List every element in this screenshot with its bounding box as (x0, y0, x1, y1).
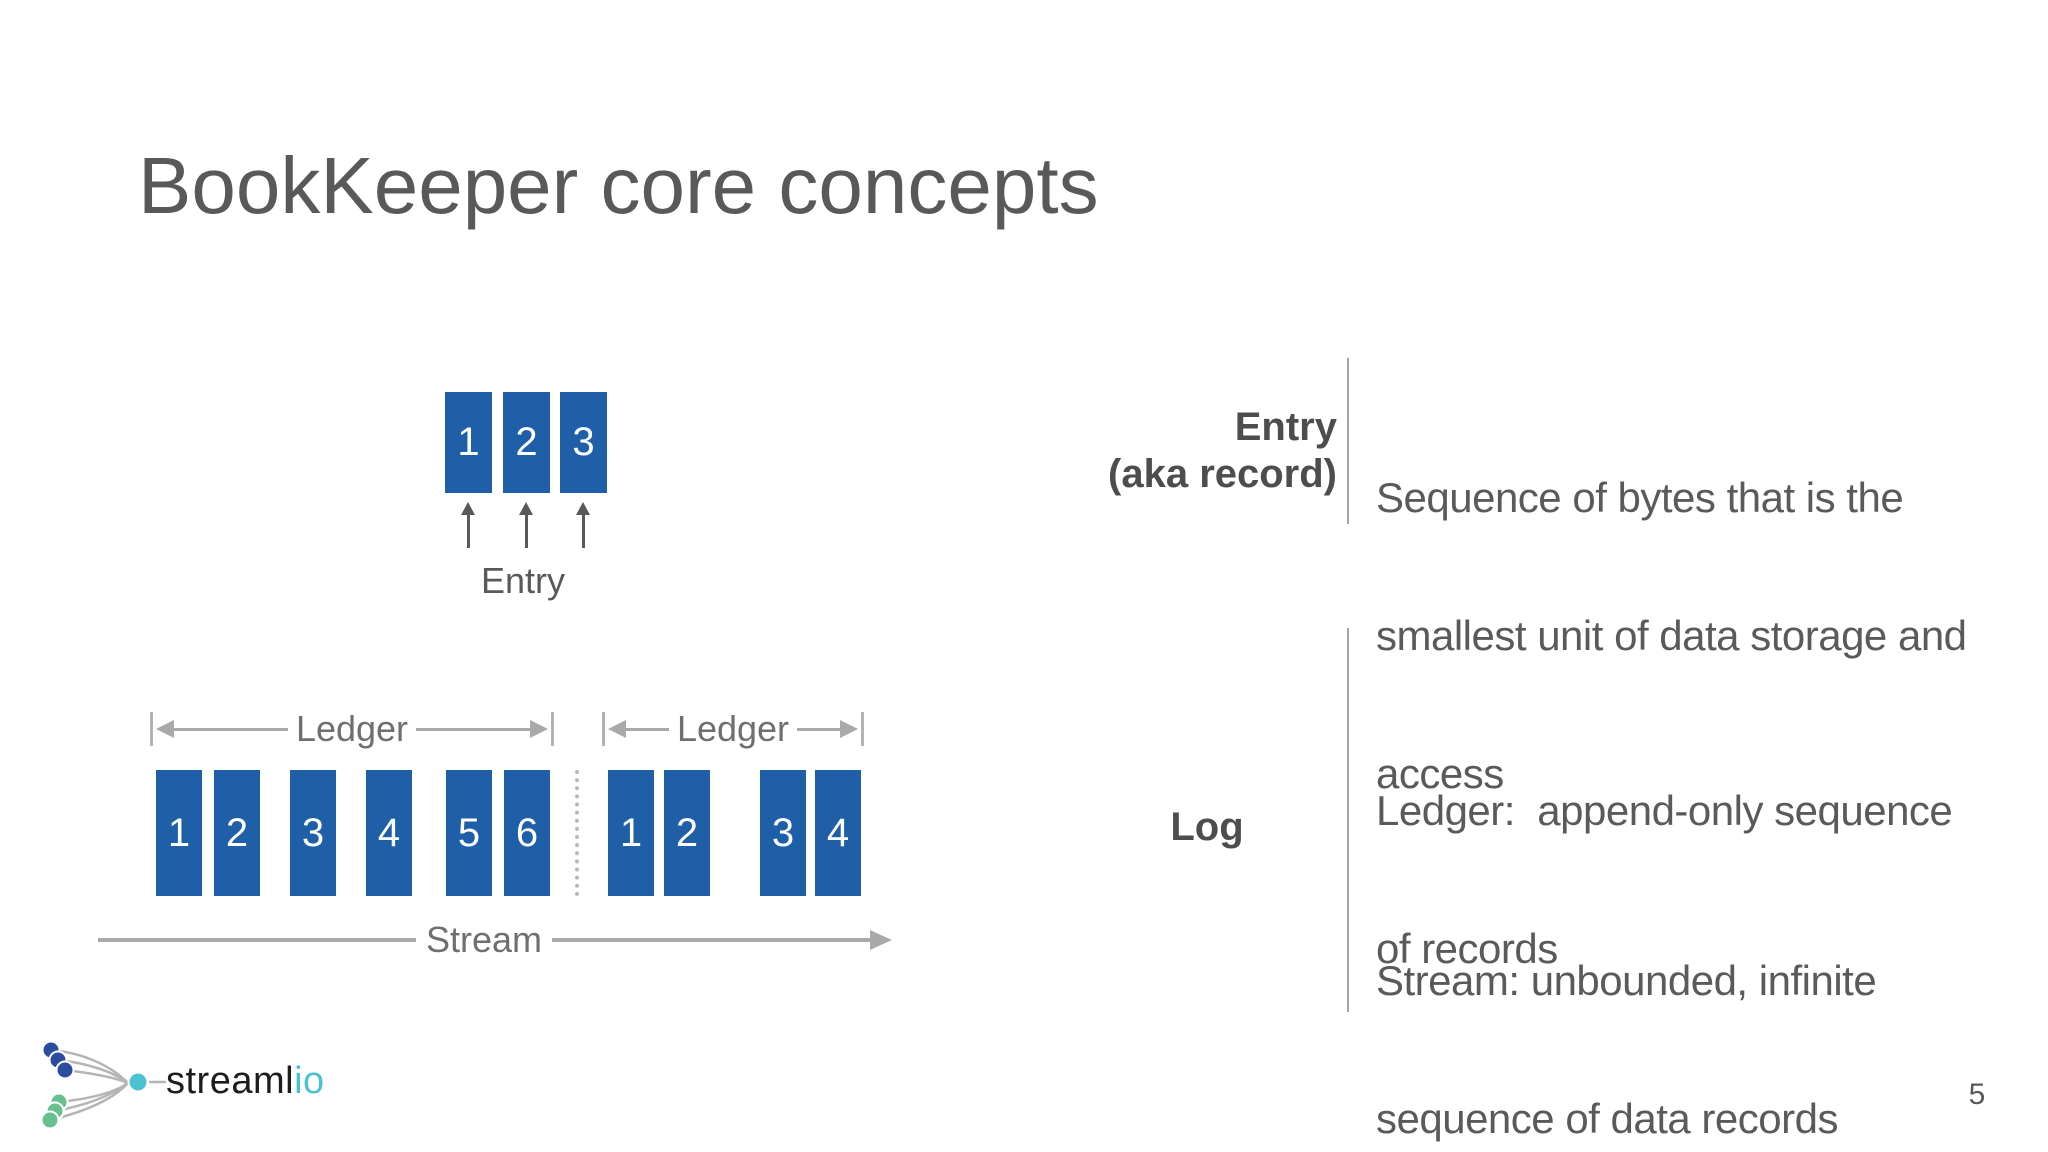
definition-line: access (1376, 750, 1504, 797)
streamlio-logo-icon (40, 1040, 166, 1130)
ledger-span-arrow: Ledger (150, 708, 555, 749)
definition-line: smallest unit of data storage and (1376, 612, 1967, 659)
ledger-box: 1 (608, 770, 654, 896)
arrow-stem (581, 515, 585, 548)
wordmark-main: streaml (166, 1060, 295, 1102)
ledger-box: 3 (290, 770, 336, 896)
span-endbar (602, 712, 605, 746)
vertical-divider (1347, 628, 1349, 1012)
arrow-shaft (626, 727, 669, 731)
log-term: Log (1170, 805, 1244, 849)
logo-node-green (40, 1110, 60, 1130)
ledger-box: 2 (664, 770, 710, 896)
entry-box: 1 (445, 392, 492, 493)
arrow-shaft (416, 727, 531, 731)
arrow-stem (466, 515, 470, 548)
definition-line: sequence of data records (1376, 1095, 1838, 1142)
up-arrow-icon (518, 502, 534, 548)
ledger-box: 5 (446, 770, 492, 896)
arrow-shaft (552, 938, 871, 942)
entry-term-line1: Entry (1234, 405, 1337, 449)
up-arrow-icon (460, 502, 476, 548)
ledger-span-label: Ledger (676, 708, 790, 749)
vertical-divider (1347, 358, 1349, 524)
arrowhead-icon (576, 502, 590, 515)
stream-definition: Stream: unbounded, infinite sequence of … (1376, 866, 1877, 1152)
definition-line: Ledger: append-only sequence (1376, 787, 1953, 834)
arrowhead-icon (461, 502, 475, 515)
logo-node-teal (127, 1071, 149, 1093)
definition-line: Sequence of bytes that is the (1376, 474, 1904, 521)
span-endbar (150, 712, 153, 746)
logo-nodes (40, 1040, 149, 1130)
entry-term-line2: (aka record) (1108, 452, 1337, 496)
span-endbar (551, 712, 555, 746)
definition-line: Stream: unbounded, infinite (1376, 957, 1877, 1004)
ledger-box: 4 (366, 770, 412, 896)
ledger-box: 2 (214, 770, 260, 896)
arrowhead-icon (519, 502, 533, 515)
ledger-box: 6 (504, 770, 550, 896)
ledger-span-arrow: Ledger (602, 708, 865, 749)
entry-box: 2 (503, 392, 550, 493)
entry-term: Entry (aka record) (1108, 404, 1337, 498)
entry-definition: Sequence of bytes that is the smallest u… (1376, 383, 1967, 889)
arrowhead-right-icon (870, 930, 893, 950)
stream-label: Stream (425, 919, 543, 960)
wordmark-accent: io (294, 1060, 325, 1102)
arrow-shaft (98, 938, 416, 942)
arrowhead-left-icon (608, 720, 626, 738)
ledger-box: 4 (815, 770, 861, 896)
ledger-box: 3 (760, 770, 806, 896)
arrow-stem (524, 515, 528, 548)
stream-arrow: Stream (98, 919, 893, 960)
arrowhead-left-icon (156, 720, 174, 738)
entry-diagram-label: Entry (480, 560, 566, 601)
arrow-shaft (797, 727, 841, 731)
page-title: BookKeeper core concepts (138, 141, 1099, 230)
ledger-separator-dotted-line (575, 770, 579, 896)
ledger-box: 1 (156, 770, 202, 896)
ledger-definition: Ledger: append-only sequence of records (1376, 696, 1953, 1064)
span-endbar (861, 712, 865, 746)
entry-box: 3 (560, 392, 607, 493)
up-arrow-icon (575, 502, 591, 548)
streamlio-wordmark: streamlio (166, 1062, 325, 1100)
ledger-span-label: Ledger (295, 708, 409, 749)
logo-node-blue (55, 1060, 75, 1080)
arrowhead-right-icon (530, 720, 549, 738)
arrowhead-right-icon (840, 720, 859, 738)
page-number: 5 (1968, 1078, 1986, 1111)
arrow-shaft (174, 727, 288, 731)
definition-line: of records (1376, 925, 1558, 972)
